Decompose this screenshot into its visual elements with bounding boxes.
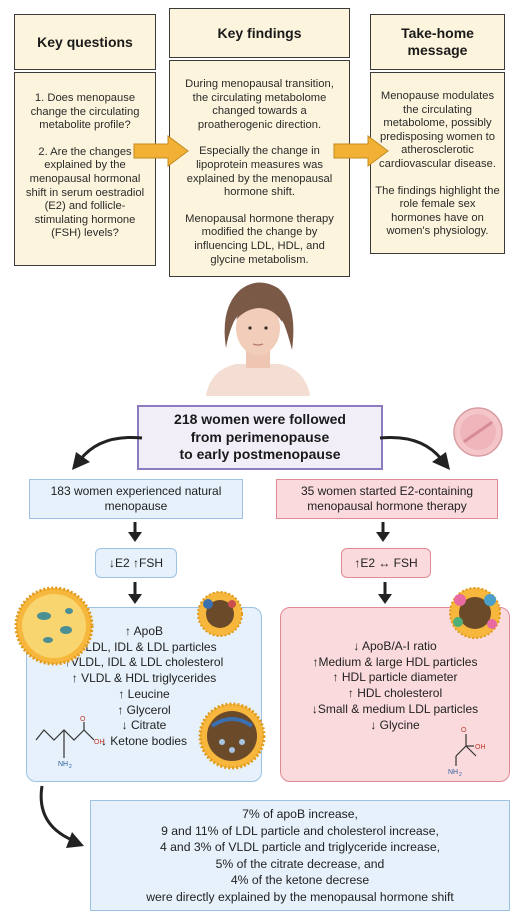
message-2: The findings highlight the role female s… (375, 184, 500, 238)
question-1: 1. Does menopause change the circulating… (30, 92, 140, 132)
summary-line: were directly explained by the menopausa… (146, 889, 454, 904)
glycine-label: O (461, 727, 467, 734)
mht-changes-list: ↓ ApoB/A-I ratio ↑Medium & large HDL par… (280, 639, 510, 733)
natural-change: ↓ Citrate (121, 718, 167, 733)
key-findings-header: Key findings (169, 8, 350, 58)
arrow-down-natural-2 (128, 582, 142, 604)
glycine-label: NH (448, 769, 458, 776)
natural-change: ↑VLDL, IDL & LDL cholesterol (64, 655, 224, 670)
summary-line: 4 and 3% of VLDL particle and triglyceri… (159, 840, 440, 854)
cohort-line-3: to early postmenopause (179, 446, 341, 463)
arrow-down-natural-1 (128, 522, 142, 542)
lipoprotein-particle-large-icon (14, 586, 94, 666)
natural-change: ↑ VLDL & HDL triglycerides (71, 671, 217, 686)
cohort-line-1: 218 women were followed (174, 411, 346, 428)
lipoprotein-particle-small-icon (197, 591, 243, 637)
message-1: Menopause modulates the circulating meta… (379, 90, 496, 170)
lipoprotein-particle-ldl-icon (198, 702, 266, 770)
key-questions-header: Key questions (14, 14, 156, 70)
finding-2: Especially the change in lipoprotein mea… (186, 145, 333, 199)
glycine-label: 2 (459, 772, 462, 778)
hdl-particle-icon (449, 587, 501, 639)
natural-change: ↑VLDL, IDL & LDL particles (71, 639, 217, 654)
summary-line: 5% of the citrate decrease, and (215, 856, 385, 871)
take-home-title: Take-home message (401, 25, 474, 58)
key-questions-panel: 1. Does menopause change the circulating… (14, 72, 156, 266)
mht-hormone: ↑E2 ↔ FSH (354, 556, 418, 570)
mht-title-box: 35 women started E2-containing menopausa… (276, 479, 498, 519)
key-findings-title: Key findings (217, 24, 302, 41)
mht-change: ↑ HDL cholesterol (347, 686, 443, 701)
key-findings-panel: During menopausal transition, the circul… (169, 60, 350, 277)
mht-hormone-box: ↑E2 ↔ FSH (341, 548, 431, 578)
mht-change: ↓ Glycine (370, 717, 420, 732)
arrow-down-mht-2 (378, 582, 392, 604)
mht-change: ↓Small & medium LDL particles (311, 701, 479, 716)
split-arrow-right (379, 435, 450, 470)
finding-3: Menopausal hormone therapy modified the … (185, 212, 334, 266)
natural-title-box: 183 women experienced natural menopause (29, 479, 243, 519)
natural-change: ↓ Ketone bodies (100, 733, 188, 748)
take-home-header: Take-home message (370, 14, 505, 70)
arrow-down-mht-1 (376, 522, 390, 542)
split-arrow-left (72, 435, 143, 470)
mht-title: 35 women started E2-containing menopausa… (300, 484, 474, 513)
finding-1: During menopausal transition, the circul… (185, 78, 334, 131)
natural-change: ↑ Glycerol (117, 702, 171, 717)
mht-change: ↑Medium & large HDL particles (312, 654, 478, 669)
natural-title: 183 women experienced natural menopause (50, 484, 222, 513)
natural-changes-list: ↑ ApoB ↑VLDL, IDL & LDL particles ↑VLDL,… (26, 624, 262, 750)
leucine-label: O (80, 716, 86, 723)
orange-arrow-left (133, 135, 189, 167)
natural-change: ↑ ApoB (124, 624, 164, 638)
leucine-label: NH (58, 761, 68, 768)
orange-arrow-right (333, 135, 389, 167)
cohort-box: 218 women were followed from perimenopau… (137, 405, 383, 470)
leucine-label: OH (94, 739, 105, 746)
take-home-panel: Menopause modulates the circulating meta… (370, 72, 505, 254)
summary-line: 7% of apoB increase, (242, 807, 358, 821)
natural-change: ↑ Leucine (118, 686, 170, 701)
summary-box: 7% of apoB increase, 9 and 11% of LDL pa… (90, 800, 510, 911)
mht-change: ↓ ApoB/A-I ratio (353, 639, 437, 653)
glycine-label: OH (475, 744, 486, 751)
summary-line: 9 and 11% of LDL particle and cholestero… (161, 823, 439, 838)
pill-icon (453, 407, 503, 457)
question-2: 2. Are the changes explained by the meno… (25, 145, 145, 240)
key-questions-title: Key questions (37, 33, 133, 50)
summary-arrow (39, 785, 84, 848)
woman-portrait-icon (206, 282, 310, 396)
leucine-structure-icon: O OH NH 2 (35, 716, 105, 770)
natural-hormone-box: ↓E2 ↑FSH (95, 548, 177, 578)
cohort-line-2: from perimenopause (190, 428, 330, 445)
summary-line: 4% of the ketone decrese (230, 873, 370, 887)
glycine-structure-icon: O OH NH 2 (448, 727, 486, 778)
natural-hormone: ↓E2 ↑FSH (108, 556, 163, 570)
leucine-label: 2 (69, 764, 72, 770)
mht-change: ↑ HDL particle diameter (332, 670, 458, 685)
